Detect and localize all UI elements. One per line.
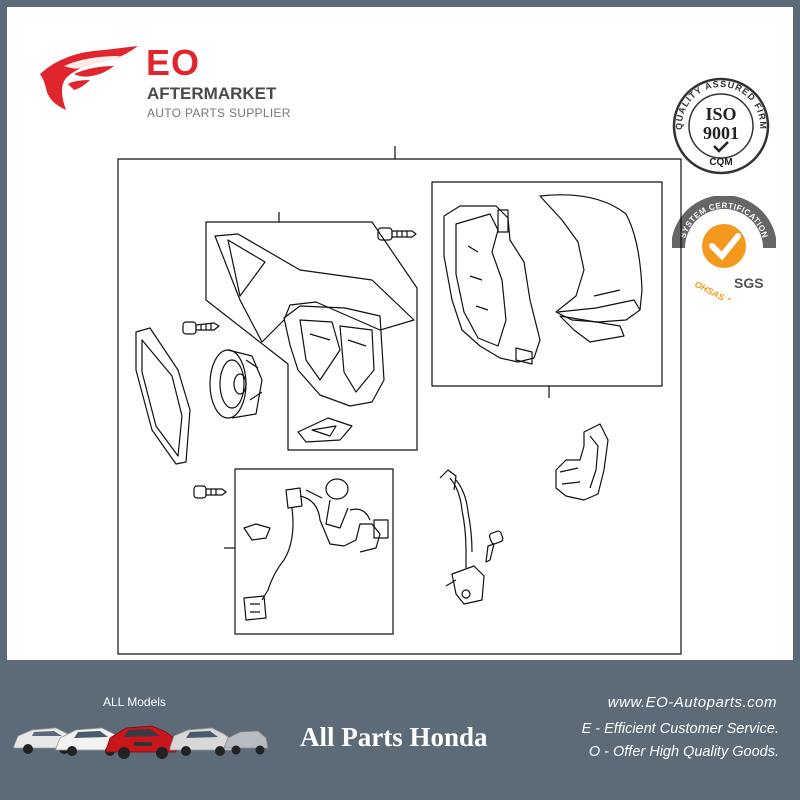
footer-tagline: All Parts Honda [300,722,488,752]
wiring-harness-group-outline [234,468,394,635]
screw-top-icon [377,227,417,241]
car-silhouette-2 [55,727,123,756]
brand-name: EO [146,42,201,83]
all-models-label: ALL Models [103,695,166,709]
turn-signal-harness-part [439,469,485,605]
mirror-base-group-outline [205,221,418,451]
car-silhouette-4 [169,727,233,756]
brand-aftermarket: AFTERMARKET [147,84,277,103]
screw-small-icon [485,530,504,563]
mirror-cap-group-outline [431,181,663,387]
footer-slogan-efficient: E - Efficient Customer Service. [581,721,779,737]
mirror-glass-part [135,327,191,465]
sgs-mark: SGS [734,275,764,291]
iso-cqm: CQM [709,157,732,168]
mirror-skull-cap-part [539,194,643,343]
iso-label: ISO [705,104,736,124]
car-silhouette-5 [223,730,269,755]
car-silhouette-red [105,725,177,759]
eo-logo-icon [40,46,138,110]
iso-number: 9001 [703,123,739,143]
mirror-housing-part [443,205,541,365]
diagram-outer-frame [117,158,682,655]
screw-left-icon [182,321,220,335]
footer-website-link[interactable]: www.EO-Autoparts.com [607,694,777,711]
mirror-base-part [214,233,415,343]
bracket-part [555,423,609,501]
brand-subtitle: AUTO PARTS SUPPLIER [147,106,291,120]
cover-part [297,417,353,443]
wiring-harness-part [243,478,389,621]
footer-slogan-offer: O - Offer High Quality Goods. [588,744,779,760]
iso-9001-seal-icon: QUALITY ASSURED FIRM ISO 9001 CQM [672,77,770,175]
actuator-part [283,305,385,407]
mirror-motor-part [209,349,263,419]
car-lineup-image [13,725,269,759]
harness-clip [243,523,271,541]
sgs-certification-seal-icon: SYSTEM CERTIFICATION OHSAS 18001 SGS [672,196,776,300]
screw-bottom-left-icon [193,485,227,499]
